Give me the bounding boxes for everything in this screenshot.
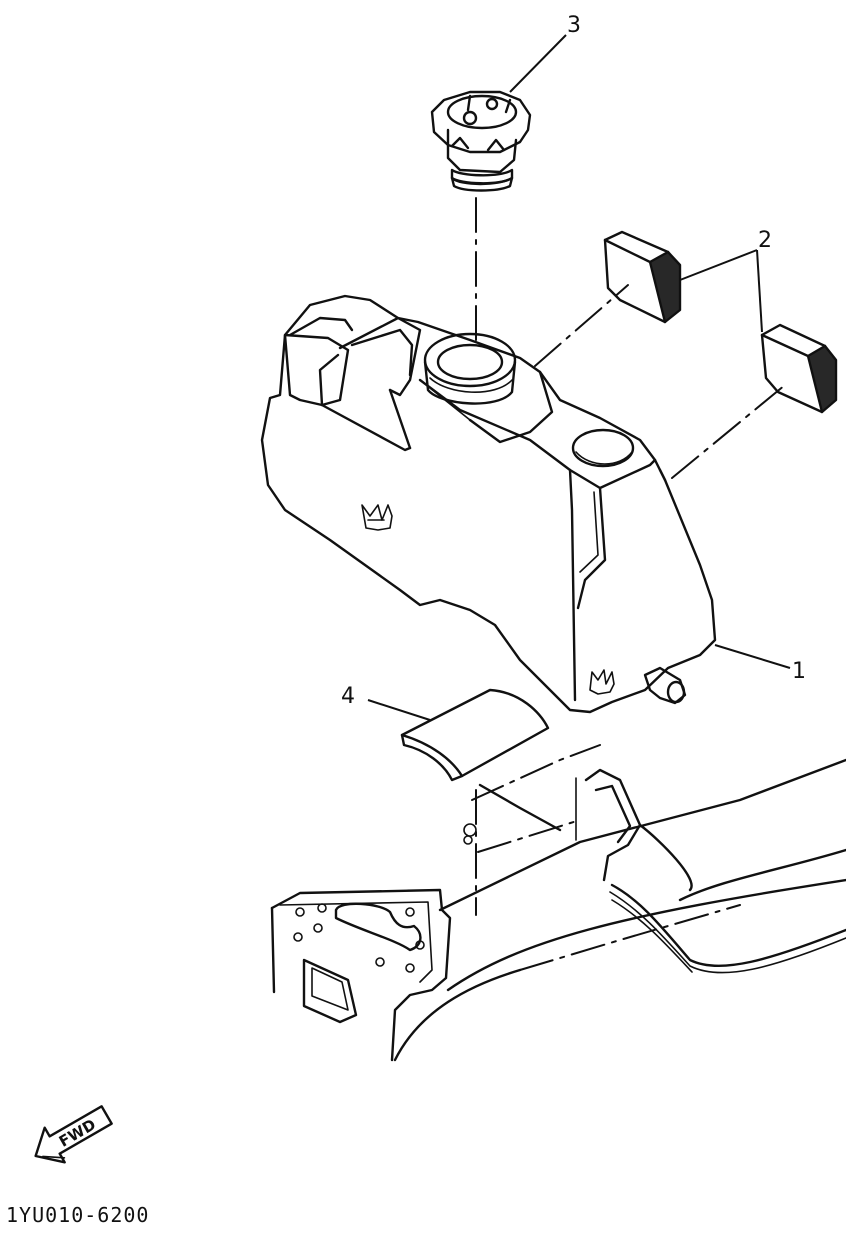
callout-part-4: 4 <box>341 684 355 709</box>
molded-mark-icon <box>589 669 615 695</box>
part-3-fuel-cap <box>430 90 532 192</box>
callout-part-2: 2 <box>758 228 772 253</box>
leader-lines <box>367 34 791 721</box>
part-2-damper-upper <box>603 230 682 324</box>
assembly-lines <box>475 197 786 916</box>
fwd-direction-arrow: FWD <box>34 1105 113 1164</box>
part-4-tank-pad <box>400 688 550 782</box>
frame-structure <box>270 744 846 1062</box>
callout-part-3: 3 <box>567 13 581 38</box>
part-1-fuel-tank <box>260 294 717 714</box>
part-2-damper-lower <box>760 323 838 414</box>
molded-mark-icon <box>361 504 393 531</box>
diagram-code: 1YU010-6200 <box>6 1203 149 1227</box>
callout-part-1: 1 <box>792 659 806 684</box>
